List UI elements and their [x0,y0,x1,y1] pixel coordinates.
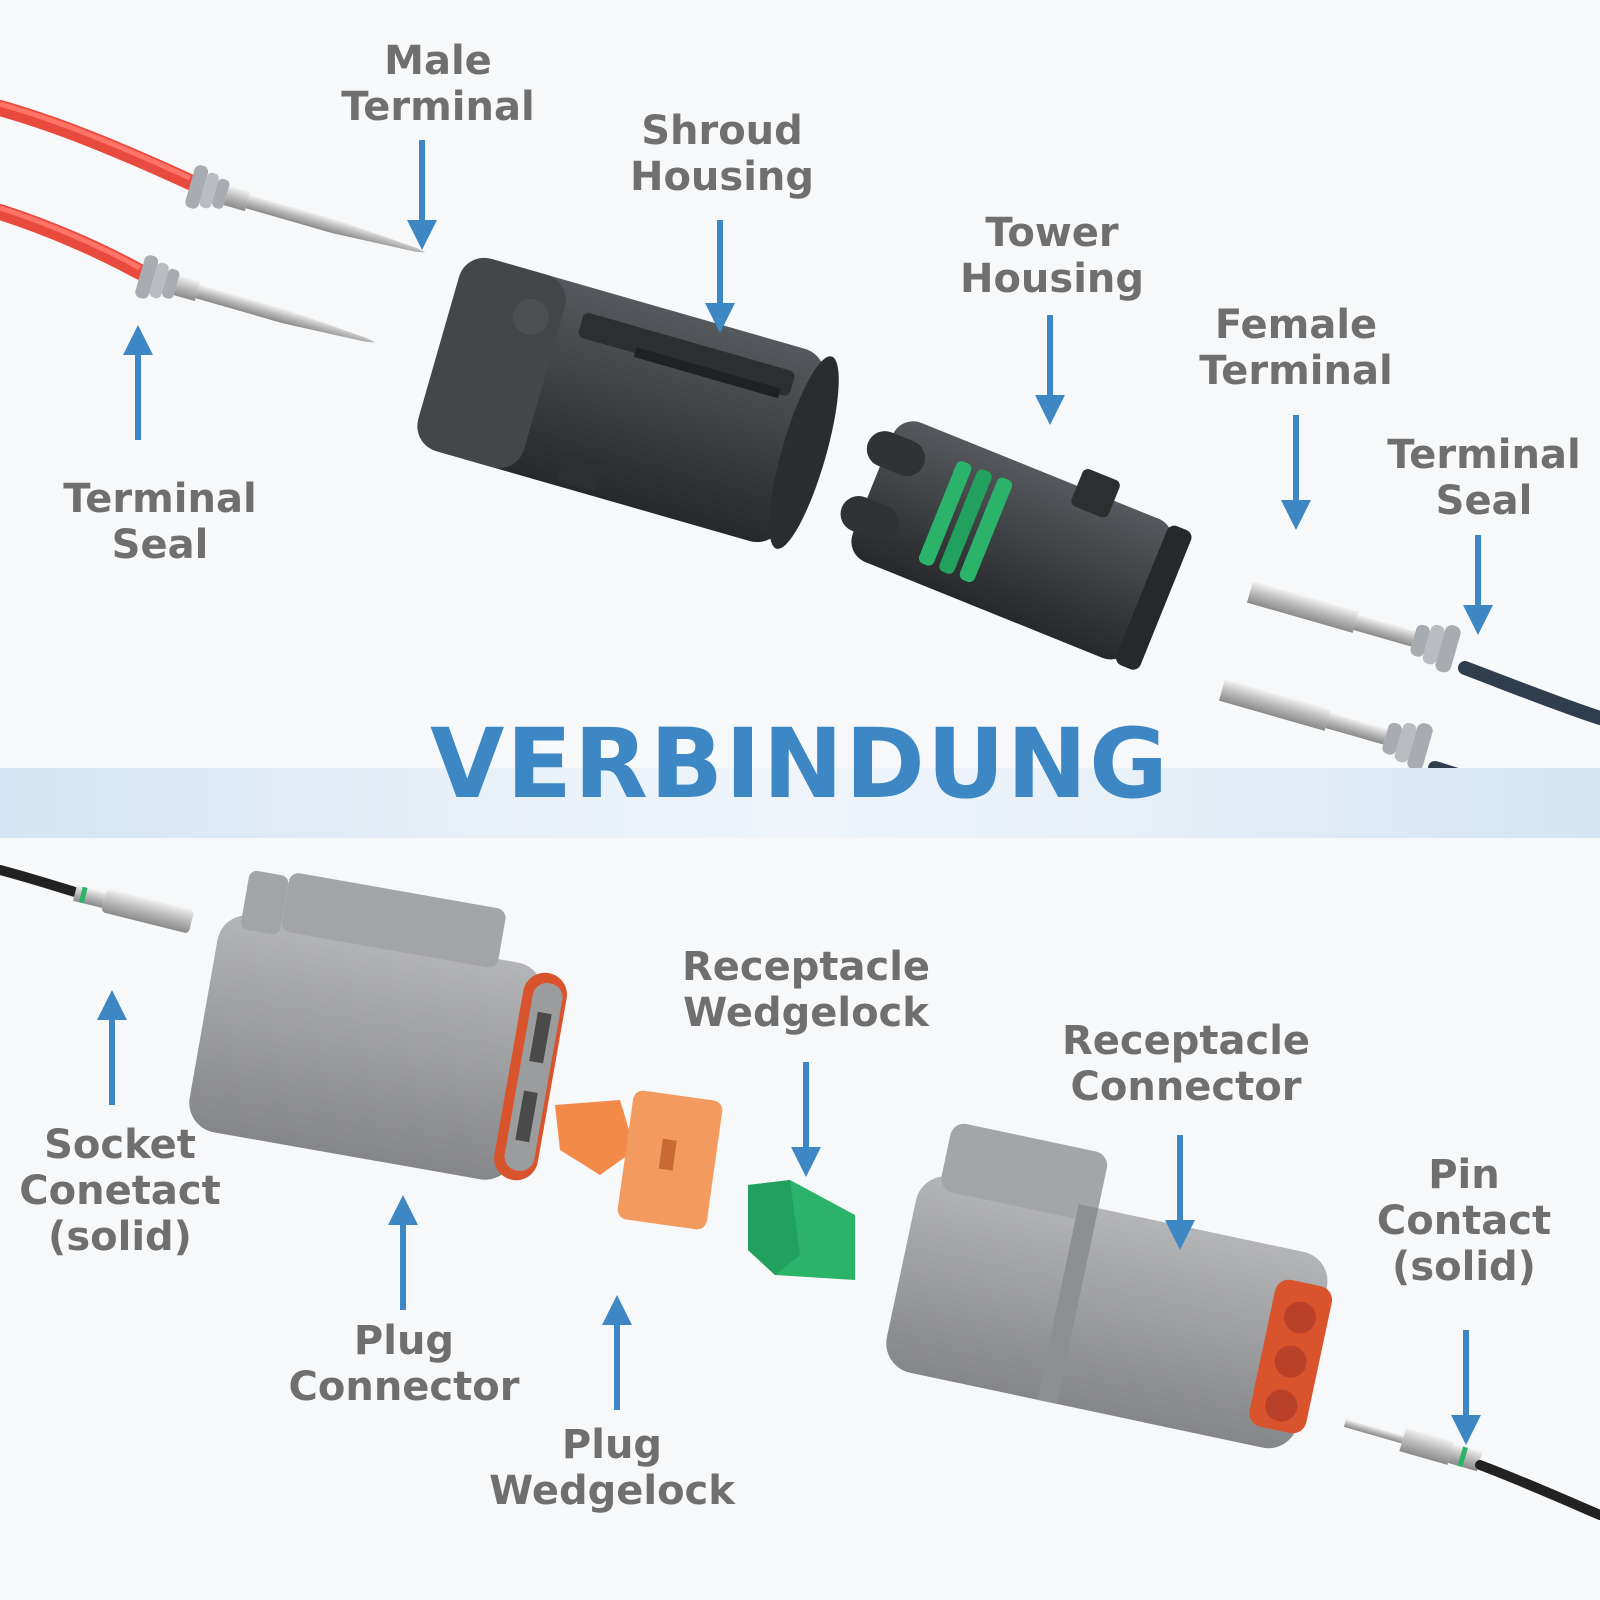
socket-contact [0,865,194,933]
label-line: Seal [1435,478,1533,524]
tower-housing [840,421,1192,670]
label-line: Terminal [63,476,257,522]
label-plug-connector: Plug Connector [289,1318,520,1410]
male-terminal-upper [185,165,426,253]
label-line: Male [384,38,492,84]
label-line: Plug [353,1318,455,1364]
label-female-terminal: Female Terminal [1199,302,1392,394]
label-line: Seal [111,522,209,568]
red-wire-1 [0,100,198,190]
label-line: Housing [629,154,815,200]
label-line: Terminal [341,84,535,130]
label-line: Conetact [19,1168,221,1214]
label-pin-contact: Pin Contact (solid) [1377,1152,1551,1290]
label-terminal-seal-right: Terminal Seal [1387,432,1580,524]
plug-connector [189,870,567,1181]
label-plug-wedgelock: Plug Wedgelock [489,1422,735,1514]
label-line: Pin [1428,1152,1500,1198]
dark-wire-1 [1458,661,1600,725]
label-line: Connector [1070,1064,1302,1110]
label-terminal-seal-left: Terminal Seal [63,476,256,568]
label-line: Receptacle [681,944,931,990]
label-shroud-housing: Shroud Housing [630,108,814,200]
plug-wedgelock [555,1090,723,1230]
female-terminal-lower [1218,679,1433,771]
male-terminal-lower [135,255,376,343]
label-receptacle-wedgelock: Receptacle Wedgelock [682,944,930,1036]
diagram-title: VERBINDUNG [430,708,1170,820]
label-line: (solid) [48,1214,192,1260]
label-line: Receptacle [1061,1018,1311,1064]
receptacle-connector [886,1123,1333,1449]
label-line: Wedgelock [489,1468,735,1514]
receptacle-wedgelock [748,1180,855,1280]
shroud-housing [417,257,839,549]
label-line: Plug [561,1422,663,1468]
label-line: Female [1214,302,1378,348]
label-line: Terminal [1387,432,1581,478]
female-terminal-upper [1246,581,1461,673]
red-wire-2 [0,204,148,280]
label-line: Socket [44,1122,196,1168]
label-line: Housing [959,256,1145,302]
label-line: Terminal [1199,348,1393,394]
label-line: Tower [985,210,1119,256]
label-line: (solid) [1392,1244,1536,1290]
label-male-terminal: Male Terminal [341,38,534,130]
label-receptacle-connector: Receptacle Connector [1062,1018,1310,1110]
label-line: Shroud [641,108,803,154]
label-line: Contact [1376,1198,1552,1244]
label-line: Wedgelock [683,990,929,1036]
pin-contact [1343,1419,1600,1520]
label-socket-contact: Socket Conetact (solid) [19,1122,220,1260]
label-line: Connector [288,1364,520,1410]
label-tower-housing: Tower Housing [960,210,1144,302]
title-band [0,768,1600,838]
